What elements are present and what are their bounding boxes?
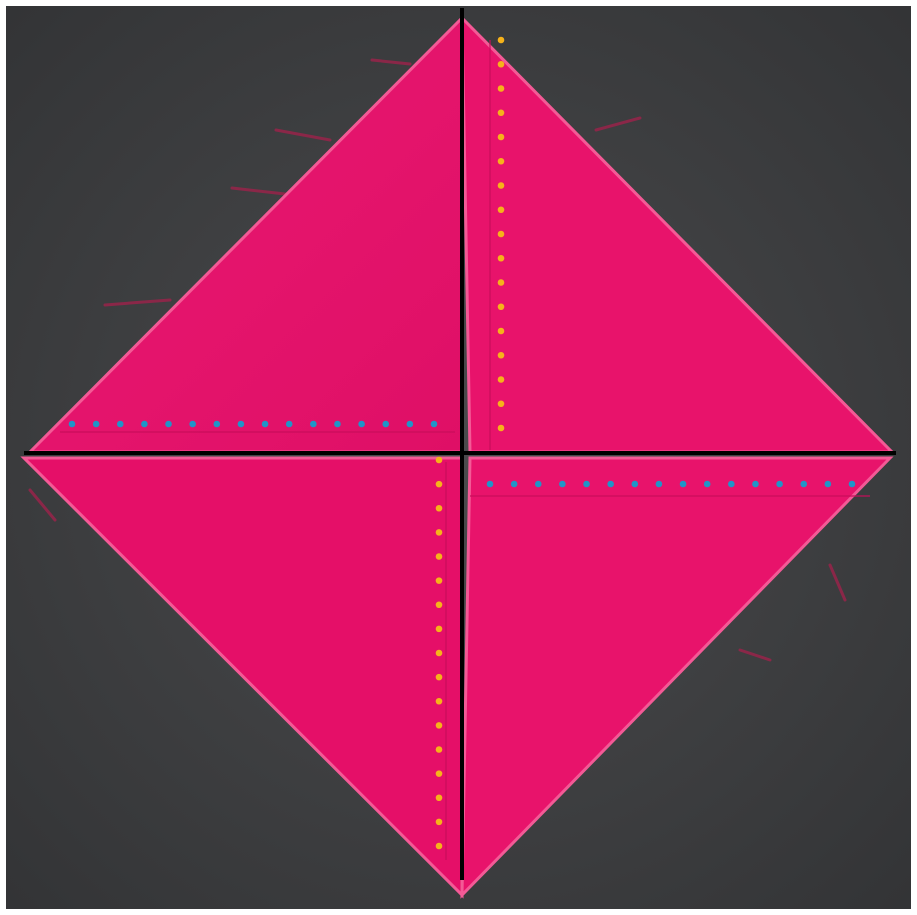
orange-dot xyxy=(498,85,505,92)
orange-dot xyxy=(498,352,505,359)
orange-dot xyxy=(436,650,443,657)
orange-dot xyxy=(498,134,505,141)
orange-dot xyxy=(498,61,505,68)
orange-dot xyxy=(436,553,443,560)
blue-dot xyxy=(583,481,590,488)
orange-dot xyxy=(436,746,443,753)
orange-dot xyxy=(498,400,505,407)
orange-dot xyxy=(436,577,443,584)
blue-dot xyxy=(800,481,807,488)
blue-dot xyxy=(382,421,389,428)
orange-dot xyxy=(498,328,505,335)
blue-dot xyxy=(141,421,148,428)
blue-dot xyxy=(511,481,518,488)
orange-dot xyxy=(498,206,505,213)
blue-dot xyxy=(704,481,711,488)
orange-dot xyxy=(498,279,505,286)
blue-dot xyxy=(776,481,783,488)
orange-dot xyxy=(436,481,443,488)
orange-dot xyxy=(436,505,443,512)
orange-dot xyxy=(436,674,443,681)
blue-dot xyxy=(559,481,566,488)
blue-dot xyxy=(487,481,494,488)
orange-dot xyxy=(436,794,443,801)
blue-dot xyxy=(238,421,245,428)
blue-dot xyxy=(656,481,663,488)
blue-dot xyxy=(358,421,365,428)
orange-dot xyxy=(436,601,443,608)
orange-dot xyxy=(436,626,443,633)
blue-dot xyxy=(165,421,172,428)
blue-dot xyxy=(849,481,856,488)
blue-dot xyxy=(431,421,438,428)
blue-dot xyxy=(93,421,100,428)
blue-dot xyxy=(286,421,293,428)
orange-dot xyxy=(498,158,505,165)
blue-dot xyxy=(752,481,759,488)
blue-dot xyxy=(262,421,269,428)
orange-dot xyxy=(498,109,505,116)
blue-dot xyxy=(632,481,639,488)
orange-dot xyxy=(436,843,443,850)
orange-dot xyxy=(498,425,505,432)
orange-dot xyxy=(498,303,505,310)
orange-dot xyxy=(498,231,505,238)
blue-dot xyxy=(214,421,221,428)
orange-dot xyxy=(498,376,505,383)
orange-dot xyxy=(436,529,443,536)
orange-dot xyxy=(436,722,443,729)
blue-dot xyxy=(334,421,341,428)
blue-dot xyxy=(117,421,124,428)
blue-dot xyxy=(728,481,735,488)
orange-dot xyxy=(436,819,443,826)
blue-dot xyxy=(535,481,542,488)
blue-dot xyxy=(69,421,76,428)
blue-dot xyxy=(825,481,832,488)
blue-dot xyxy=(680,481,687,488)
orange-dot xyxy=(436,698,443,705)
orange-dot xyxy=(498,182,505,189)
blue-dot xyxy=(407,421,414,428)
blue-dot xyxy=(607,481,614,488)
orange-dot xyxy=(498,37,505,44)
blue-dot xyxy=(310,421,317,428)
orange-dot xyxy=(436,770,443,777)
blue-dot xyxy=(189,421,196,428)
orange-dot xyxy=(436,457,443,464)
orange-dot xyxy=(498,255,505,262)
